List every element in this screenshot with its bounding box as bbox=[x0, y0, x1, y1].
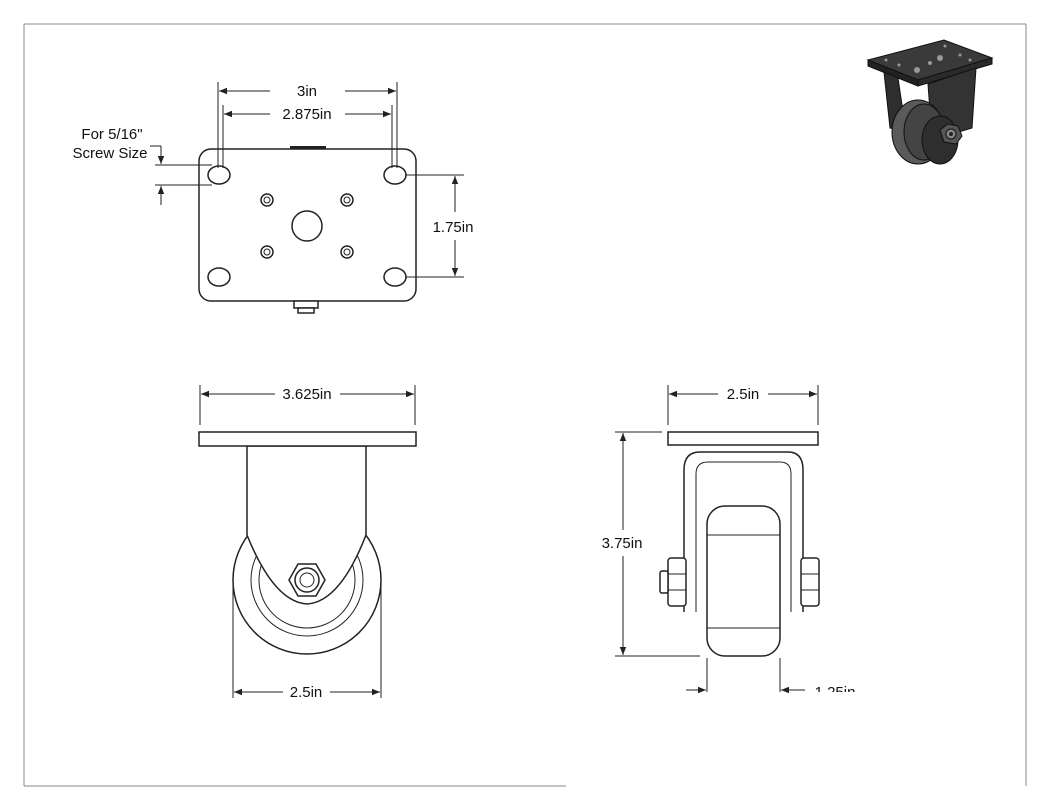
dimension-wheel-diameter: 2.5in bbox=[232, 580, 382, 701]
mounting-slot-top-right bbox=[383, 165, 407, 185]
dimension-outer-width: 3in bbox=[217, 82, 398, 168]
screw-size-note: For 5/16" Screw Size bbox=[72, 126, 212, 205]
side-axle-nut-left bbox=[667, 557, 687, 607]
dimension-label-3625in: 3.625in bbox=[282, 386, 331, 403]
center-hole bbox=[291, 210, 323, 242]
dimension-hole-spacing-y: 1.75in bbox=[405, 174, 474, 278]
dimension-label-375in: 3.75in bbox=[602, 535, 643, 552]
dimension-overall-height: 3.75in bbox=[602, 431, 700, 657]
caster-3d-render-icon bbox=[866, 39, 994, 165]
front-plate bbox=[198, 431, 417, 447]
side-axle-bolt bbox=[659, 570, 669, 594]
drawing-frame bbox=[23, 23, 1027, 787]
dimension-wheel-width bbox=[686, 658, 805, 694]
front-view: 3.625in 2.5in bbox=[198, 385, 417, 701]
mounting-slot-top-left bbox=[207, 165, 231, 185]
dimension-label-125in: 1.25in bbox=[815, 684, 856, 701]
dimension-hole-spacing-x: 2.875in bbox=[222, 105, 393, 168]
kingpin-bolt-bottom bbox=[293, 300, 319, 309]
dimension-label-175in: 1.75in bbox=[433, 219, 474, 236]
screw-note-line2: Screw Size bbox=[72, 145, 147, 162]
dimension-label-2875in: 2.875in bbox=[282, 106, 331, 123]
dimension-label-side-25in: 2.5in bbox=[727, 386, 760, 403]
inner-rivet-holes bbox=[260, 193, 354, 259]
mounting-slot-bottom-right bbox=[383, 267, 407, 287]
screw-note-line1: For 5/16" bbox=[81, 126, 142, 143]
stem-top-tab bbox=[290, 146, 326, 149]
side-view: 2.5in 3.75in bbox=[602, 385, 820, 694]
dimension-plate-width: 3.625in bbox=[199, 385, 416, 425]
side-wheel bbox=[706, 505, 781, 657]
dimension-label-wheel-25in: 2.5in bbox=[290, 684, 323, 701]
dimension-plate-depth: 2.5in bbox=[667, 385, 819, 425]
side-axle-nut-right bbox=[800, 557, 820, 607]
dimension-label-3in: 3in bbox=[297, 83, 317, 100]
mounting-slot-bottom-left bbox=[207, 267, 231, 287]
side-plate bbox=[667, 431, 819, 446]
fork-leg bbox=[246, 445, 367, 605]
top-view: 3in 2.875in 1.75in For 5/16" Screw Size bbox=[72, 82, 474, 314]
